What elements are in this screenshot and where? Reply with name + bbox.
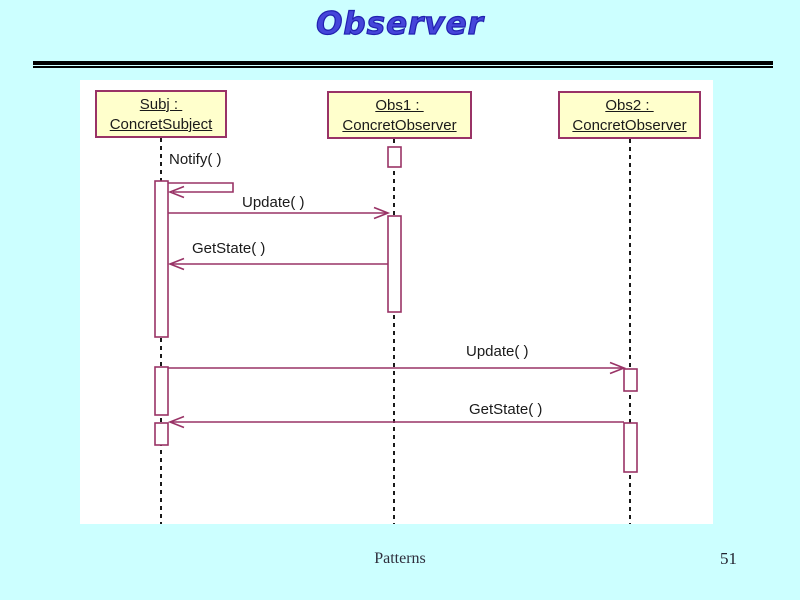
title-rule-thin bbox=[33, 66, 773, 68]
diagram-panel: Subj : ConcretSubject Obs1 : ConcretObse… bbox=[80, 80, 713, 524]
activation-bar-obs1-initial bbox=[387, 146, 402, 168]
actor-name: Obs2 : bbox=[605, 97, 654, 114]
actor-name: Obs1 : bbox=[375, 97, 424, 114]
activation-bar-subj-main bbox=[154, 180, 169, 338]
activation-bar-obs2-second bbox=[623, 422, 638, 473]
actor-class: ConcretObserver bbox=[342, 117, 457, 134]
activation-bar-obs2-first bbox=[623, 368, 638, 392]
actor-box-obs2: Obs2 : ConcretObserver bbox=[558, 91, 701, 139]
actor-box-obs1: Obs1 : ConcretObserver bbox=[327, 91, 472, 139]
message-arrowhead-getstate-obs1 bbox=[167, 257, 185, 271]
page-number: 51 bbox=[720, 549, 737, 568]
actor-name: Subj : bbox=[139, 96, 183, 113]
message-line-notify-self-call bbox=[168, 182, 234, 193]
sequence-diagram-canvas bbox=[154, 138, 638, 524]
footer-text: Patterns bbox=[374, 550, 426, 567]
message-label-notify: Notify( ) bbox=[169, 151, 222, 168]
activation-bar-subj-second bbox=[154, 366, 169, 416]
title-rule-thick bbox=[33, 61, 773, 65]
slide-title: Observer bbox=[315, 5, 484, 42]
message-arrowhead-notify bbox=[167, 185, 185, 199]
message-label-getstate-obs2: GetState( ) bbox=[469, 401, 543, 418]
activation-bar-subj-third bbox=[154, 422, 169, 446]
message-label-getstate-obs1: GetState( ) bbox=[192, 240, 266, 257]
message-label-update-obs2: Update( ) bbox=[466, 343, 529, 360]
actor-class: ConcretObserver bbox=[572, 117, 687, 134]
activation-bar-obs1-main bbox=[387, 215, 402, 313]
message-arrowhead-update-obs1 bbox=[373, 206, 391, 220]
actor-class: ConcretSubject bbox=[109, 116, 213, 133]
message-label-update-obs1: Update( ) bbox=[242, 194, 305, 211]
actor-box-subj: Subj : ConcretSubject bbox=[95, 90, 227, 138]
title-rule bbox=[33, 61, 773, 68]
message-arrowhead-update-obs2 bbox=[609, 361, 627, 375]
message-arrowhead-getstate-obs2 bbox=[167, 415, 185, 429]
